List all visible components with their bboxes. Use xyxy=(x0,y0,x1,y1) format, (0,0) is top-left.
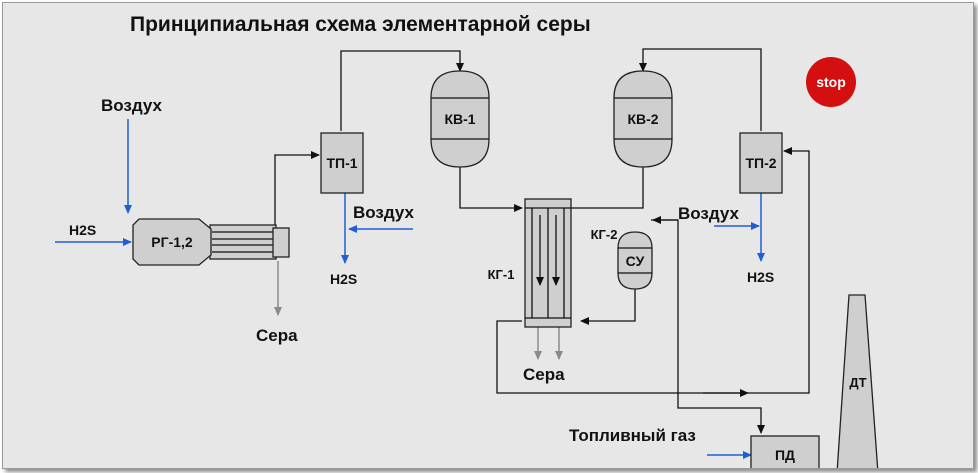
stream-air-tp2: Воздух xyxy=(678,204,740,223)
stream-sulfur-kg: Сера xyxy=(523,365,565,384)
stop-button-label[interactable]: stop xyxy=(816,74,846,90)
process-flow-diagram: Принципиальная схема элементарной серы s… xyxy=(55,13,879,468)
line-su-to-kg1 xyxy=(580,288,636,325)
equipment-pd: ПД xyxy=(750,435,820,468)
tp1-body xyxy=(320,132,364,194)
stop-button[interactable]: stop xyxy=(806,57,856,107)
line-tp1-to-kv1 xyxy=(340,50,464,131)
stop-button-circle[interactable] xyxy=(806,57,856,107)
rg-exchanger-head xyxy=(272,227,290,258)
stream-h2s-tp1: H2S xyxy=(330,271,357,287)
equipment-dt: ДТ xyxy=(836,294,879,468)
su-label: СУ xyxy=(626,253,645,269)
tp2-body xyxy=(739,132,783,194)
equipment-kv1: КВ-1 xyxy=(430,70,490,168)
stream-air-tp1: Воздух xyxy=(353,203,415,222)
tp2-label: ТП-2 xyxy=(745,155,776,171)
equipment-su: СУ КГ-2 xyxy=(591,227,653,290)
line-rg-to-tp1 xyxy=(274,151,320,229)
kv1-label: КВ-1 xyxy=(444,111,475,127)
line-kg1-to-kv2 xyxy=(570,166,644,209)
dt-label: ДТ xyxy=(849,375,866,390)
line-kg1-loop-to-tp2 xyxy=(496,147,810,394)
tp1-label: ТП-1 xyxy=(326,155,357,171)
stream-h2s-in: H2S xyxy=(69,222,96,238)
equipment-kg1: КГ-1 xyxy=(488,198,572,328)
equipment-tp1: ТП-1 xyxy=(320,132,364,194)
pd-label: ПД xyxy=(775,447,795,463)
line-kv1-to-kg1 xyxy=(459,166,523,212)
stream-fuel-gas: Топливный газ xyxy=(569,426,696,445)
kg1-label: КГ-1 xyxy=(488,267,515,282)
stream-sulfur-rg: Сера xyxy=(256,326,298,345)
rg-label: РГ-1,2 xyxy=(151,234,193,250)
line-tp2-to-kv2 xyxy=(639,48,762,131)
line-kg2-to-pd xyxy=(651,219,765,434)
pd-body xyxy=(750,435,820,468)
equipment-tp2: ТП-2 xyxy=(739,132,783,194)
rg-reactor-body xyxy=(132,218,212,266)
diagram-title: Принципиальная схема элементарной серы xyxy=(130,13,591,36)
stream-h2s-tp2: H2S xyxy=(747,269,774,285)
stream-air-top: Воздух xyxy=(101,96,163,115)
dt-stack xyxy=(836,294,879,468)
kg2-label: КГ-2 xyxy=(591,227,618,242)
kv2-label: КВ-2 xyxy=(627,111,658,127)
rg-heat-exchanger xyxy=(209,224,277,260)
equipment-kv2: КВ-2 xyxy=(613,70,673,168)
equipment-rg: РГ-1,2 xyxy=(132,218,290,266)
